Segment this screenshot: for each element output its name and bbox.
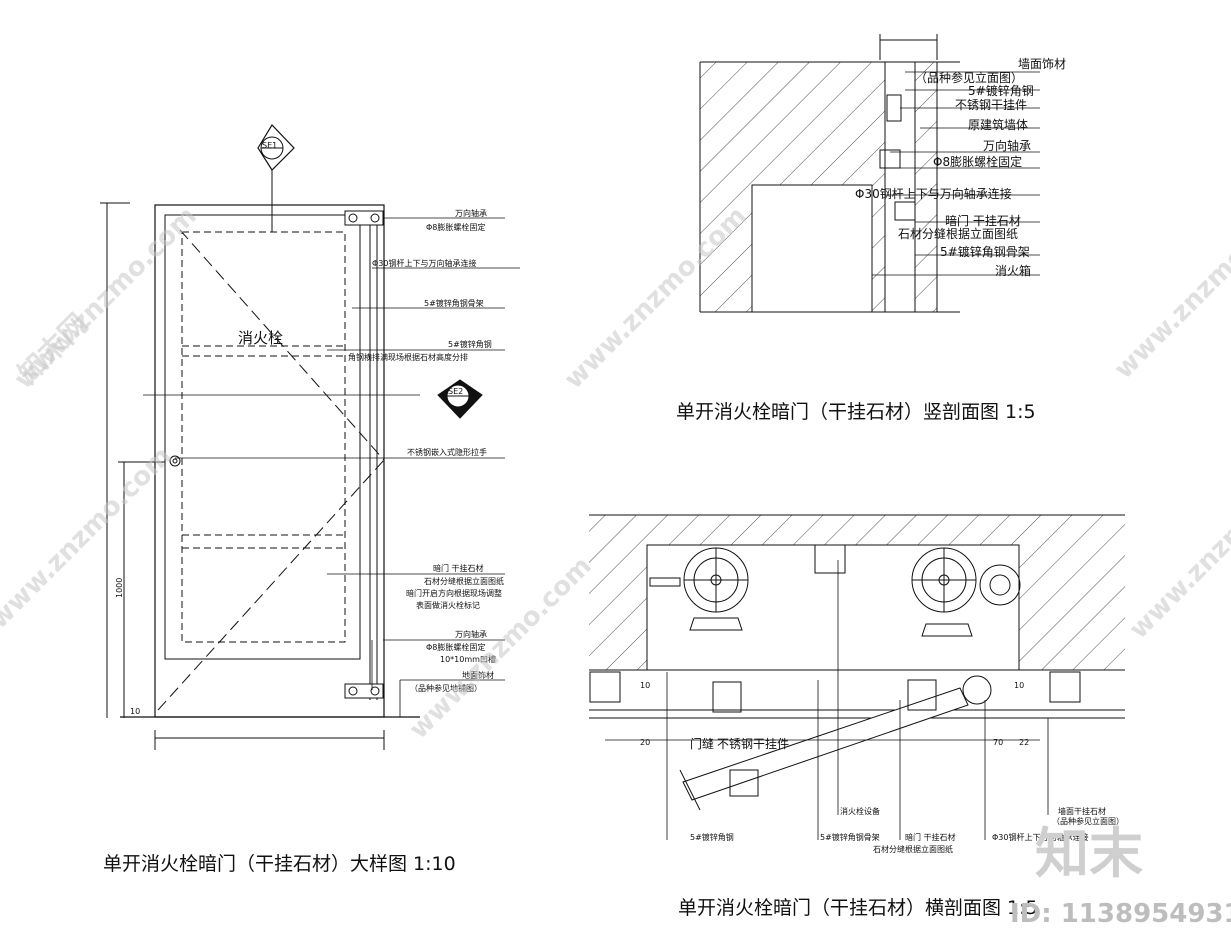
- horizontal-section-dims: 20 10 70 22 10: [640, 681, 1029, 747]
- callout: 原建筑墙体: [968, 117, 1028, 132]
- image-id: ID: 1138954931: [1010, 899, 1231, 929]
- horizontal-section-callouts: 门缝 不锈钢干挂件 消火栓设备 5#镀锌角钢 5#镀锌角钢骨架 暗门 干挂石材 …: [690, 736, 1124, 854]
- callout: 暗门开启方向根据现场调整: [406, 588, 502, 598]
- vertical-section-callouts: 墙面饰材 （品种参见立面图） 5#镀锌角钢 不锈钢干挂件 原建筑墙体 万向轴承 …: [855, 57, 1066, 278]
- callout: 5#镀锌角钢: [448, 339, 492, 349]
- elevation-callouts: 万向轴承 Φ8膨胀螺栓固定 Φ30钢杆上下与万向轴承连接 5#镀锌角钢骨架 5#…: [348, 208, 504, 693]
- dim-offset: 10: [130, 707, 140, 716]
- watermark-text: www.znzmo.com: [1109, 191, 1231, 385]
- callout: 墙面饰材: [1018, 57, 1066, 71]
- callout: 万向轴承: [455, 629, 487, 639]
- watermark-text: www.znzmo.com: [1124, 451, 1231, 645]
- callout: （品种参见立面图）: [915, 70, 1023, 85]
- dim-value: 20: [640, 738, 650, 747]
- callout: Φ30钢杆上下与万向轴承连接: [855, 186, 1012, 201]
- callout: 消火箱: [995, 263, 1031, 278]
- callout: 5#镀锌角钢骨架: [424, 298, 484, 308]
- callout: 门缝: [690, 736, 714, 751]
- door-open-panel: [682, 687, 969, 801]
- vertical-section-caption: 单开消火栓暗门（干挂石材）竖剖面图 1:5: [676, 401, 1036, 423]
- callout: 万向轴承: [455, 208, 487, 218]
- callout: Φ30钢杆上下万向轴承连接: [992, 832, 1088, 842]
- callout: 消火栓设备: [840, 806, 880, 816]
- callout: 角钢横排满现场根据石材高度分排: [348, 352, 468, 362]
- callout: Φ30钢杆上下与万向轴承连接: [372, 258, 476, 268]
- watermark-brand: 知末网: [12, 307, 95, 390]
- callout: 表面做消火栓标记: [416, 600, 480, 610]
- cabinet-box: [751, 184, 873, 313]
- callout: 不锈钢嵌入式隐形拉手: [407, 447, 487, 457]
- callout: 5#镀锌角钢骨架: [940, 245, 1030, 259]
- callout: Φ8膨胀螺栓固定: [426, 642, 485, 652]
- brand-logo: 知末: [1035, 822, 1143, 885]
- hydrant-box: [646, 544, 1020, 671]
- callout: 5#镀锌角钢: [690, 832, 734, 842]
- center-label: 消火栓: [238, 329, 283, 347]
- horizontal-section: [589, 514, 1125, 840]
- callout: Φ8膨胀螺栓固定: [933, 154, 1022, 169]
- callout: 暗门 干挂石材: [905, 832, 956, 842]
- callout: 暗门 干挂石材: [945, 213, 1021, 228]
- callout: 地面饰材: [462, 670, 494, 680]
- watermark-text: www.znzmo.com: [0, 441, 178, 635]
- callout: 石材分缝根据立面图纸: [898, 226, 1018, 241]
- dim-value: 70: [993, 738, 1003, 747]
- opening-diagonal: [157, 459, 385, 711]
- callout: 石材分缝根据立面图纸: [873, 844, 953, 854]
- hinge-bottom: [344, 683, 384, 699]
- vertical-section: [699, 34, 1040, 313]
- section-marker-2-label: SE2: [448, 387, 463, 396]
- door-frame: [154, 204, 385, 718]
- section-marker-1-label: SE1: [262, 141, 277, 150]
- callout: Φ8膨胀螺栓固定: [426, 222, 485, 232]
- callout: 不锈钢干挂件: [955, 98, 1027, 112]
- callout: 10*10mm凹槽: [440, 654, 496, 664]
- hose-coil-icon: [979, 564, 1021, 606]
- handle-icon: [169, 455, 181, 467]
- cabinet-outline-dashed: [181, 231, 346, 643]
- dim-height: 1000: [115, 578, 124, 598]
- horizontal-section-caption: 单开消火栓暗门（干挂石材）横剖面图 1:5: [678, 897, 1038, 919]
- elevation-detail: [100, 124, 520, 750]
- callout: 墙面干挂石材: [1058, 806, 1106, 816]
- callout: 5#镀锌角钢骨架: [820, 832, 880, 842]
- dim-value: 22: [1019, 738, 1029, 747]
- dim-value: 10: [1014, 681, 1024, 690]
- callout: 5#镀锌角钢: [968, 84, 1034, 98]
- detail-caption: 单开消火栓暗门（干挂石材）大样图 1:10: [103, 853, 456, 875]
- callout: （品种参见地铺图）: [410, 683, 482, 693]
- callout: 石材分缝根据立面图纸: [424, 576, 504, 586]
- callout: 不锈钢干挂件: [717, 737, 789, 751]
- callout: （品种参见立面图）: [1052, 816, 1124, 826]
- callout: 暗门 干挂石材: [433, 563, 484, 573]
- hinge-top: [344, 210, 384, 226]
- door-inner-frame: [164, 214, 361, 660]
- callout: 万向轴承: [983, 138, 1031, 153]
- dim-value: 10: [640, 681, 650, 690]
